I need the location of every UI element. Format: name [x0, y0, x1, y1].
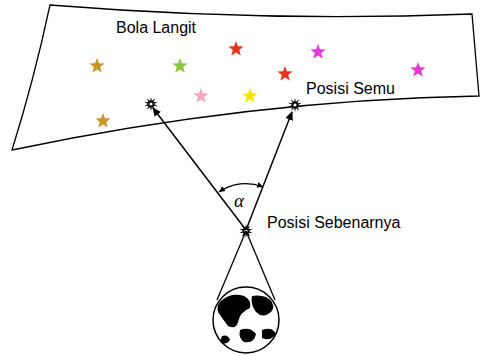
star	[242, 88, 257, 103]
star	[277, 66, 292, 81]
starburst	[288, 98, 301, 112]
starburst-core	[293, 103, 296, 106]
angle-symbol: α	[234, 191, 244, 212]
true-position-label: Posisi Sebenarnya	[267, 214, 400, 232]
sphere-label: Bola Langit	[116, 19, 196, 37]
star	[228, 41, 243, 56]
celestial-sphere	[12, 5, 479, 150]
earth	[213, 287, 279, 353]
projection-arrow	[246, 112, 292, 230]
star	[193, 88, 208, 103]
star	[410, 62, 425, 77]
star	[95, 113, 110, 128]
apparent-position-label: Posisi Semu	[306, 80, 395, 98]
starburst-core	[149, 102, 152, 105]
stars	[89, 41, 425, 238]
star	[89, 58, 104, 73]
starburst	[144, 97, 157, 111]
star	[310, 44, 325, 59]
star	[172, 58, 187, 73]
projection-arrow	[153, 108, 246, 230]
